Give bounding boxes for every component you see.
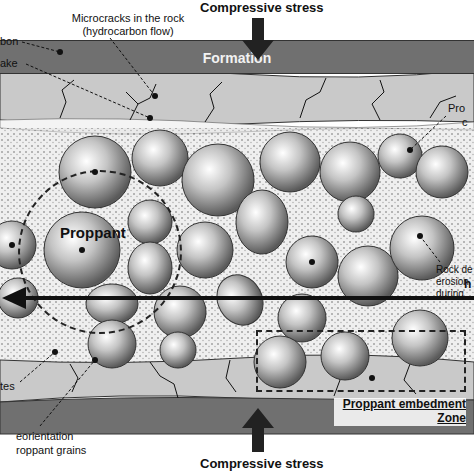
callout-text: roppant grains: [16, 444, 86, 457]
leader-dots: [9, 49, 423, 381]
proppant-grains: [0, 130, 468, 388]
microcrack: [404, 364, 416, 394]
callout-text: bon: [0, 35, 18, 48]
proppant-grain: [416, 146, 468, 198]
stress-label: Compressive stress: [200, 457, 340, 472]
callout-text: c: [462, 116, 468, 129]
proppant-grain: [160, 332, 196, 368]
callout-text: Rock de: [436, 264, 473, 276]
stress-label: Compressive stress: [200, 1, 340, 16]
proppant-grain: [128, 200, 172, 244]
proppant-grain: [286, 236, 338, 288]
callout-text: Microcracks in the rock (hydrocarbon flo…: [58, 12, 198, 37]
leader-dot: [147, 115, 153, 121]
callout-text: eorientation: [16, 430, 74, 443]
proppant-grain: [132, 130, 188, 186]
proppant-grain: [378, 134, 422, 178]
embedment-zone: Proppant embedment Zone: [256, 330, 466, 392]
callout-text: Pro: [448, 102, 465, 115]
leader-line: [22, 42, 60, 52]
proppant-grain: [128, 242, 172, 294]
microcracks: [60, 78, 456, 398]
altered-rock-layer: [0, 355, 474, 402]
leader-dot: [57, 49, 63, 55]
flow-label: h: [464, 278, 471, 292]
grain-center: [15, 295, 21, 301]
microcrack: [130, 84, 156, 120]
callout-text: erosion: [436, 276, 469, 288]
proppant-grain: [236, 190, 288, 254]
stress-arrow: [242, 18, 274, 60]
leader-dot: [417, 233, 423, 239]
proppant-grain: [44, 212, 120, 288]
leader-line: [40, 360, 95, 426]
leader-line: [420, 236, 440, 262]
proppant-label: Proppant: [60, 224, 126, 241]
microcrack: [60, 80, 74, 118]
altered-rock-layer: [0, 69, 474, 126]
callout-text: ake: [0, 57, 18, 70]
leader-lines: [20, 38, 446, 426]
proppant-grain: [338, 246, 398, 306]
formation-band: [0, 398, 474, 435]
leader-line: [20, 352, 55, 382]
formation-label: Formation: [0, 50, 474, 66]
proppant-grain: [254, 336, 306, 388]
leader-dot: [152, 93, 158, 99]
leader-line: [26, 64, 150, 118]
microcrack: [300, 78, 326, 118]
proppant-grain: [278, 294, 326, 342]
leader-line: [110, 38, 155, 96]
proppant-grain: [321, 332, 369, 380]
grain-center: [9, 242, 15, 248]
microcrack: [126, 92, 138, 104]
proppant-grain: [59, 136, 131, 208]
callout-text: tes: [0, 380, 15, 393]
grain-center: [92, 169, 98, 175]
proppant-circle: Proppant: [18, 170, 182, 334]
leader-line: [410, 116, 446, 150]
flow-arrow-head: [2, 287, 26, 309]
stress-arrow: [242, 408, 274, 452]
proppant-grain: [260, 132, 320, 192]
callout-text: during: [436, 288, 464, 300]
proppant-grain: [338, 196, 374, 232]
proppant-grain: [320, 142, 380, 202]
leader-dot: [369, 375, 375, 381]
proppant-grain: [154, 286, 206, 338]
proppant-grain: [177, 222, 233, 278]
proppant-grain: [392, 310, 448, 366]
grain-center: [79, 247, 85, 253]
leader-dot: [92, 357, 98, 363]
formation-band: Formation: [0, 40, 474, 74]
leader-dot: [407, 147, 413, 153]
flow-arrow-shaft: [22, 296, 474, 300]
leader-dot: [52, 349, 58, 355]
zone-label: Proppant embedment Zone: [334, 398, 466, 426]
proppant-grain: [86, 284, 138, 324]
proppant-grain: [208, 266, 272, 333]
microcrack: [226, 360, 236, 392]
microcrack: [372, 80, 384, 120]
proppant-grain: [88, 320, 136, 368]
microcrack: [205, 82, 222, 122]
microcrack: [70, 364, 78, 392]
grain-center: [309, 259, 315, 265]
fines-fill: [0, 128, 474, 368]
proppant-grain: [0, 278, 38, 318]
